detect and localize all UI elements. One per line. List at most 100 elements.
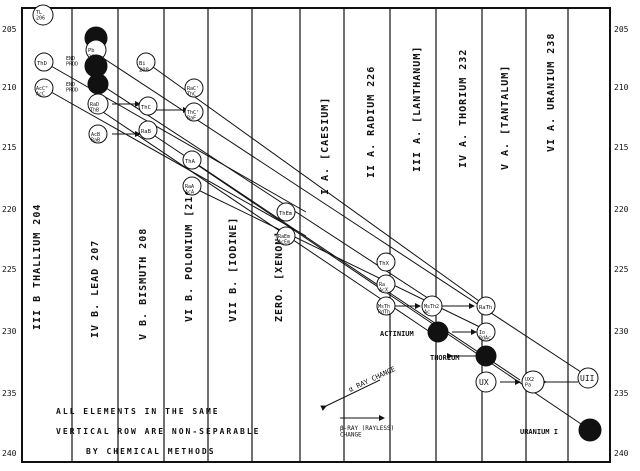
- node-thorium: THORIUM: [430, 345, 497, 367]
- column-labels: III B THALLIUM 204 IV B. LEAD 207 V B. B…: [32, 33, 557, 340]
- col-label-bismuth: V B. BISMUTH 208: [138, 228, 149, 340]
- node-rath: RaTh: [476, 296, 496, 316]
- legend-beta-label: β-RAY (RAYLESS)CHANGE: [340, 425, 394, 439]
- col-label-tantalum: V A. [TANTALUM]: [500, 65, 511, 170]
- svg-text:RaTh: RaTh: [479, 305, 492, 311]
- node-acc: AcC"AcC: [34, 78, 54, 98]
- svg-text:AcC"AcC: AcC"AcC: [36, 86, 48, 98]
- svg-text:ThX: ThX: [379, 261, 390, 267]
- col-label-caesium: I A. [CAESIUM]: [320, 97, 331, 195]
- node-ux: UX: [475, 371, 497, 393]
- svg-text:ThD: ThD: [37, 61, 47, 67]
- node-tha: ThA: [182, 150, 202, 170]
- tick-240-right: 240: [614, 449, 629, 458]
- svg-text:ThA: ThA: [185, 159, 196, 165]
- svg-text:URANIUM I: URANIUM I: [520, 428, 558, 436]
- note-line-2: VERTICAL ROW ARE NON-SEPARABLE: [56, 427, 261, 436]
- tick-235-right: 235: [614, 389, 629, 398]
- tick-210-right: 210: [614, 83, 629, 92]
- node-racp: RaC'ThC: [184, 78, 204, 98]
- tick-230-left: 230: [2, 327, 17, 336]
- svg-text:ThC: ThC: [141, 105, 151, 111]
- svg-text:ThEm: ThEm: [279, 211, 293, 217]
- col-label-thorium: IV A. THORIUM 232: [458, 49, 469, 168]
- col-label-lanthanum: III A. [LANTHANUM]: [412, 46, 423, 172]
- y-axis-left: 205 210 215 220 225 230 235 240: [2, 25, 17, 458]
- tick-235-left: 235: [2, 389, 17, 398]
- tick-225-left: 225: [2, 265, 17, 274]
- legend-alpha-arrow: [320, 379, 381, 411]
- tick-225-right: 225: [614, 265, 629, 274]
- node-then: ThEm: [276, 202, 296, 222]
- node-thx: ThX: [376, 252, 396, 272]
- tick-205-right: 205: [614, 25, 629, 34]
- node-thd: ThD: [34, 52, 54, 72]
- svg-text:RaB: RaB: [141, 129, 152, 135]
- svg-text:UII: UII: [580, 374, 595, 383]
- node-uranium: URANIUM I: [520, 418, 602, 442]
- tick-220-right: 220: [614, 205, 629, 214]
- decay-paths: [38, 50, 591, 431]
- svg-text:ThC'RaF: ThC'RaF: [187, 110, 199, 122]
- node-thc: ThC: [138, 96, 158, 116]
- node-ace: [87, 73, 109, 95]
- legend: α RAY CHANGE β-RAY (RAYLESS)CHANGE: [320, 365, 397, 439]
- col-label-radium: II A. RADIUM 226: [366, 66, 377, 178]
- tick-210-left: 210: [2, 83, 17, 92]
- col-label-xenon: ZERO. [XENON]: [274, 231, 285, 322]
- svg-text:UX: UX: [479, 378, 489, 387]
- col-label-iodine: VII B. [IODINE]: [228, 217, 239, 322]
- node-actinium: ACTINIUM: [380, 321, 449, 343]
- svg-text:THORIUM: THORIUM: [430, 354, 460, 362]
- tick-215-left: 215: [2, 143, 17, 152]
- col-label-lead: IV B. LEAD 207: [90, 240, 101, 338]
- diagram-frame: [21, 7, 611, 463]
- tick-230-right: 230: [614, 327, 629, 336]
- node-uii: UII: [577, 367, 599, 389]
- svg-text:ACTINIUM: ACTINIUM: [380, 330, 414, 338]
- col-label-polonium: VI B. POLONIUM [210]: [184, 182, 195, 322]
- node-rab: RaB: [138, 120, 158, 140]
- tick-240-left: 240: [2, 449, 17, 458]
- note-line-1: ALL ELEMENTS IN THE SAME: [56, 407, 220, 416]
- svg-text:RaC'ThC: RaC'ThC: [187, 86, 199, 98]
- tick-220-left: 220: [2, 205, 17, 214]
- tick-205-left: 205: [2, 25, 17, 34]
- node-thcp: ThC'RaF: [184, 102, 204, 122]
- legend-alpha-label: α RAY CHANGE: [347, 365, 396, 394]
- col-label-uranium: VI A. URANIUM 238: [546, 33, 557, 152]
- y-axis-right: 205 210 215 220 225 230 235 240: [614, 25, 629, 458]
- note: ALL ELEMENTS IN THE SAME VERTICAL ROW AR…: [56, 407, 261, 456]
- tick-215-right: 215: [614, 143, 629, 152]
- col-label-thallium: III B THALLIUM 204: [32, 204, 43, 330]
- note-line-3: BY CHEMICAL METHODS: [86, 447, 216, 456]
